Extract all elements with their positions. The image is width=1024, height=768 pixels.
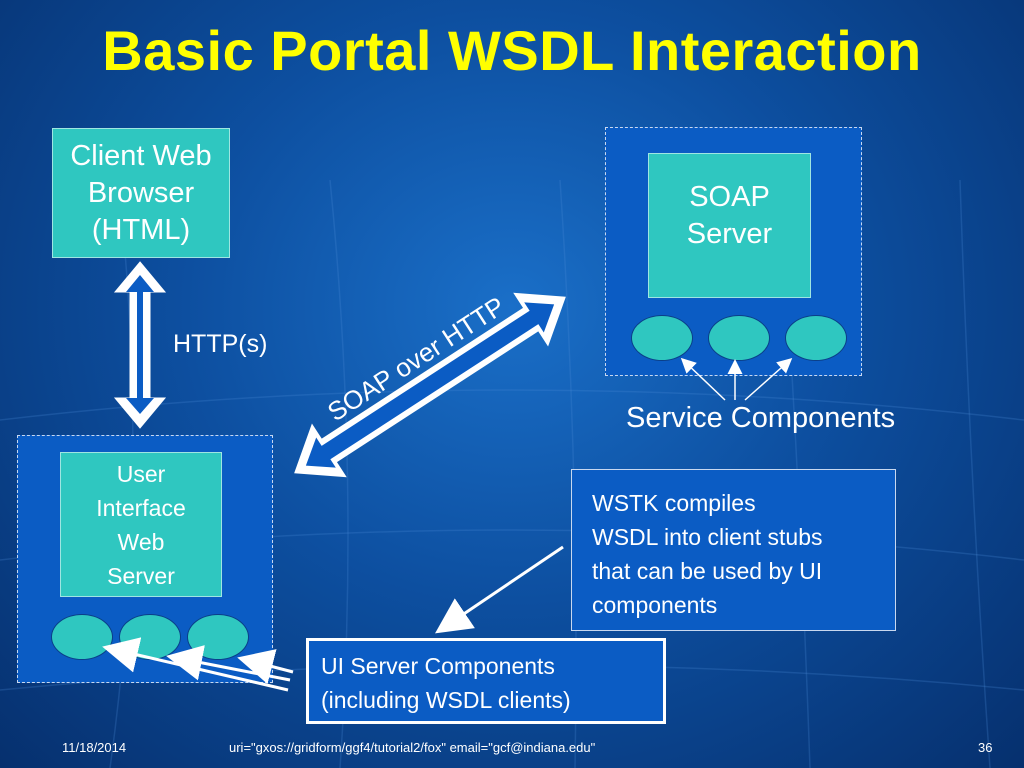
ui-server-components-line-2: (including WSDL clients)	[321, 687, 571, 713]
ui-web-server-line-1: User	[116, 460, 166, 487]
ui-web-server-box: User Interface Web Server	[60, 452, 222, 597]
ui-web-server-line-2: Interface	[96, 494, 186, 521]
wstk-note-line-2: WSDL into client stubs	[592, 524, 823, 550]
wstk-arrow	[435, 545, 564, 634]
soap-server-box: SOAP Server	[648, 153, 811, 298]
service-component-1	[631, 315, 693, 361]
pointer-arrow-3	[744, 358, 793, 401]
ui-server-components-box: UI Server Components (including WSDL cli…	[306, 638, 666, 724]
wstk-note-box: WSTK compiles WSDL into client stubs tha…	[571, 469, 896, 631]
wstk-note-line-3: that can be used by UI	[592, 558, 823, 584]
service-component-3	[785, 315, 847, 361]
client-browser-line-2: Browser	[87, 176, 195, 209]
ui-web-server-line-3: Web	[117, 528, 165, 555]
wstk-note-line-1: WSTK compiles	[592, 490, 756, 516]
soap-double-arrow	[294, 292, 566, 478]
footer-page-number: 36	[978, 740, 993, 755]
client-browser-line-3: (HTML)	[91, 213, 191, 246]
soap-server-line-2: Server	[686, 217, 773, 250]
ui-server-components-line-1: UI Server Components	[321, 653, 555, 679]
http-label: HTTP(s)	[173, 330, 268, 358]
service-component-2	[708, 315, 770, 361]
client-browser-box: Client Web Browser (HTML)	[52, 128, 230, 258]
ui-web-server-line-4: Server	[107, 562, 175, 589]
wstk-note-line-4: components	[592, 592, 718, 618]
soap-server-line-1: SOAP	[689, 180, 770, 213]
client-browser-line-1: Client Web	[70, 139, 212, 172]
footer-date: 11/18/2014	[62, 740, 127, 755]
pointer-arrow-1	[680, 357, 726, 401]
service-components-label: Service Components	[626, 402, 896, 434]
slide-title: Basic Portal WSDL Interaction	[102, 19, 922, 82]
footer-source: uri="gxos://gridform/ggf4/tutorial2/fox"…	[229, 740, 596, 755]
ui-arrow-3	[237, 649, 294, 684]
ui-arrow-1	[102, 637, 289, 692]
